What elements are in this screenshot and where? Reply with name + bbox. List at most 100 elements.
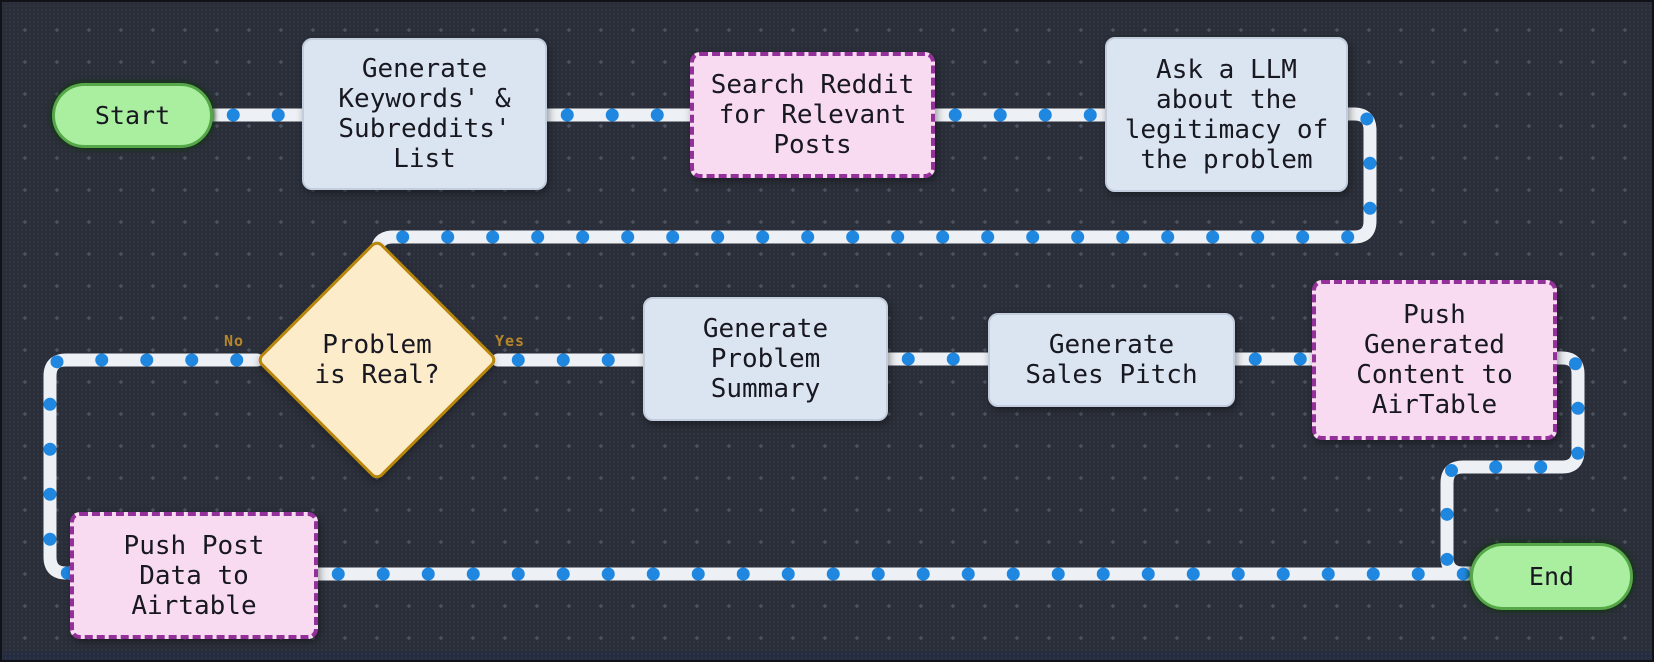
edge-flow-dot (1568, 357, 1582, 371)
node-generate-keywords[interactable]: Generate Keywords' & Subreddits' List (302, 38, 547, 190)
edge-flow-dot (271, 108, 285, 122)
edge-flow-dot (1341, 230, 1355, 244)
edge-flow-dot (1026, 230, 1040, 244)
edge-flow-dot (946, 352, 960, 366)
edge-flow-dot (1096, 567, 1110, 581)
edge-flow-dot (666, 230, 680, 244)
edge-flow-dot (826, 567, 840, 581)
edge-flow-dot (511, 567, 525, 581)
edge-flow-dot (691, 567, 705, 581)
edge-flow-dot (1083, 108, 1097, 122)
edge-flow-dot (1296, 230, 1310, 244)
edge-flow-dot (781, 567, 795, 581)
edge-flow-dot (43, 532, 57, 546)
edge-flow-dot (466, 567, 480, 581)
edge-flow-dot (1571, 446, 1585, 460)
edge-flow-dot (961, 567, 975, 581)
edge-flow-dot (1534, 460, 1548, 474)
edge-label-no: No (223, 332, 245, 350)
edge-flow-dot (1411, 567, 1425, 581)
edge-flow-dot (1293, 352, 1307, 366)
edge-flow-dot (331, 567, 345, 581)
edge-flow-dot (556, 567, 570, 581)
node-label: Search Reddit for Relevant Posts (710, 70, 915, 160)
edge-flow-dot (531, 230, 545, 244)
edge-flow-dot (916, 567, 930, 581)
edge-flow-dot (1440, 552, 1454, 566)
edge-flow-dot (1489, 460, 1503, 474)
edge-flow-dot (1366, 567, 1380, 581)
edge-flow-dot (1440, 507, 1454, 521)
node-label: Push Generated Content to AirTable (1356, 300, 1513, 420)
edge-flow-dot (1456, 567, 1470, 581)
edge-flow-dot (486, 230, 500, 244)
edge-flow-dot (50, 355, 64, 369)
node-label: Generate Keywords' & Subreddits' List (338, 54, 511, 174)
edge-flow-dot (376, 567, 390, 581)
edge-flow-dot (1248, 352, 1262, 366)
edge-flow-dot (948, 108, 962, 122)
node-push-generated-content[interactable]: Push Generated Content to AirTable (1312, 280, 1557, 440)
edge-flow-dot (1363, 156, 1377, 170)
edge-flow-dot (556, 353, 570, 367)
edge-flow-dot (1276, 567, 1290, 581)
edge-flow-dot (226, 108, 240, 122)
node-label: Generate Sales Pitch (1025, 330, 1198, 390)
edge-flow-dot (711, 230, 725, 244)
edge-flow-dot (1006, 567, 1020, 581)
edge-flow-dot (441, 230, 455, 244)
edge-flow-dot (601, 353, 615, 367)
edge-flow-dot (43, 442, 57, 456)
edge-flow-dot (43, 487, 57, 501)
node-label: End (1528, 561, 1575, 591)
edge-flow-dot (1231, 567, 1245, 581)
edge-flow-dot (396, 230, 410, 244)
edge-flow-dot (1161, 230, 1175, 244)
edge-flow-dot (736, 567, 750, 581)
edge-flow-dot (981, 230, 995, 244)
node-push-post-data[interactable]: Push Post Data to Airtable (70, 512, 318, 639)
edge-flow-dot (560, 108, 574, 122)
node-decision-problem-is-real[interactable]: Problem is Real? (255, 238, 499, 482)
node-label: Problem is Real? (314, 330, 440, 390)
edge-flow-dot (43, 397, 57, 411)
edge-flow-dot (95, 353, 109, 367)
edge-flow-dot (1363, 201, 1377, 215)
edge-flow-dot (1071, 230, 1085, 244)
edge-flow-dot (993, 108, 1007, 122)
edge-flow-dot (936, 230, 950, 244)
edge-label-yes: Yes (494, 332, 526, 350)
node-label: Ask a LLM about the legitimacy of the pr… (1124, 54, 1329, 175)
edge-flow-dot (421, 567, 435, 581)
edge-flow-dot (1444, 464, 1458, 478)
edge-flow-dot (1186, 567, 1200, 581)
node-generate-problem-summary[interactable]: Generate Problem Summary (643, 297, 888, 421)
edge-flow-dot (230, 353, 244, 367)
edge-flow-dot (140, 353, 154, 367)
edge-flow-dot (1206, 230, 1220, 244)
node-end[interactable]: End (1470, 543, 1633, 610)
node-start[interactable]: Start (52, 83, 213, 148)
edge-flow-dot (621, 230, 635, 244)
edge-flow-dot (1360, 112, 1374, 126)
edge-flow-dot (650, 108, 664, 122)
edge-flow-dot (871, 567, 885, 581)
node-label: Start (94, 100, 171, 130)
node-generate-sales-pitch[interactable]: Generate Sales Pitch (988, 313, 1235, 407)
edge-flow-dot (756, 230, 770, 244)
edge-flow-dot (846, 230, 860, 244)
edge-flow-dot (1251, 230, 1265, 244)
edge-flow-dot (601, 567, 615, 581)
edge-flow-dot (1051, 567, 1065, 581)
node-ask-llm[interactable]: Ask a LLM about the legitimacy of the pr… (1105, 37, 1348, 192)
node-search-reddit[interactable]: Search Reddit for Relevant Posts (690, 52, 935, 178)
edge-flow-dot (576, 230, 590, 244)
edge-flow-dot (1038, 108, 1052, 122)
edge-flow-dot (901, 352, 915, 366)
edge-flow-dot (801, 230, 815, 244)
edge-flow-dot (1141, 567, 1155, 581)
edge-flow-dot (185, 353, 199, 367)
edge-flow-dot (1571, 401, 1585, 415)
